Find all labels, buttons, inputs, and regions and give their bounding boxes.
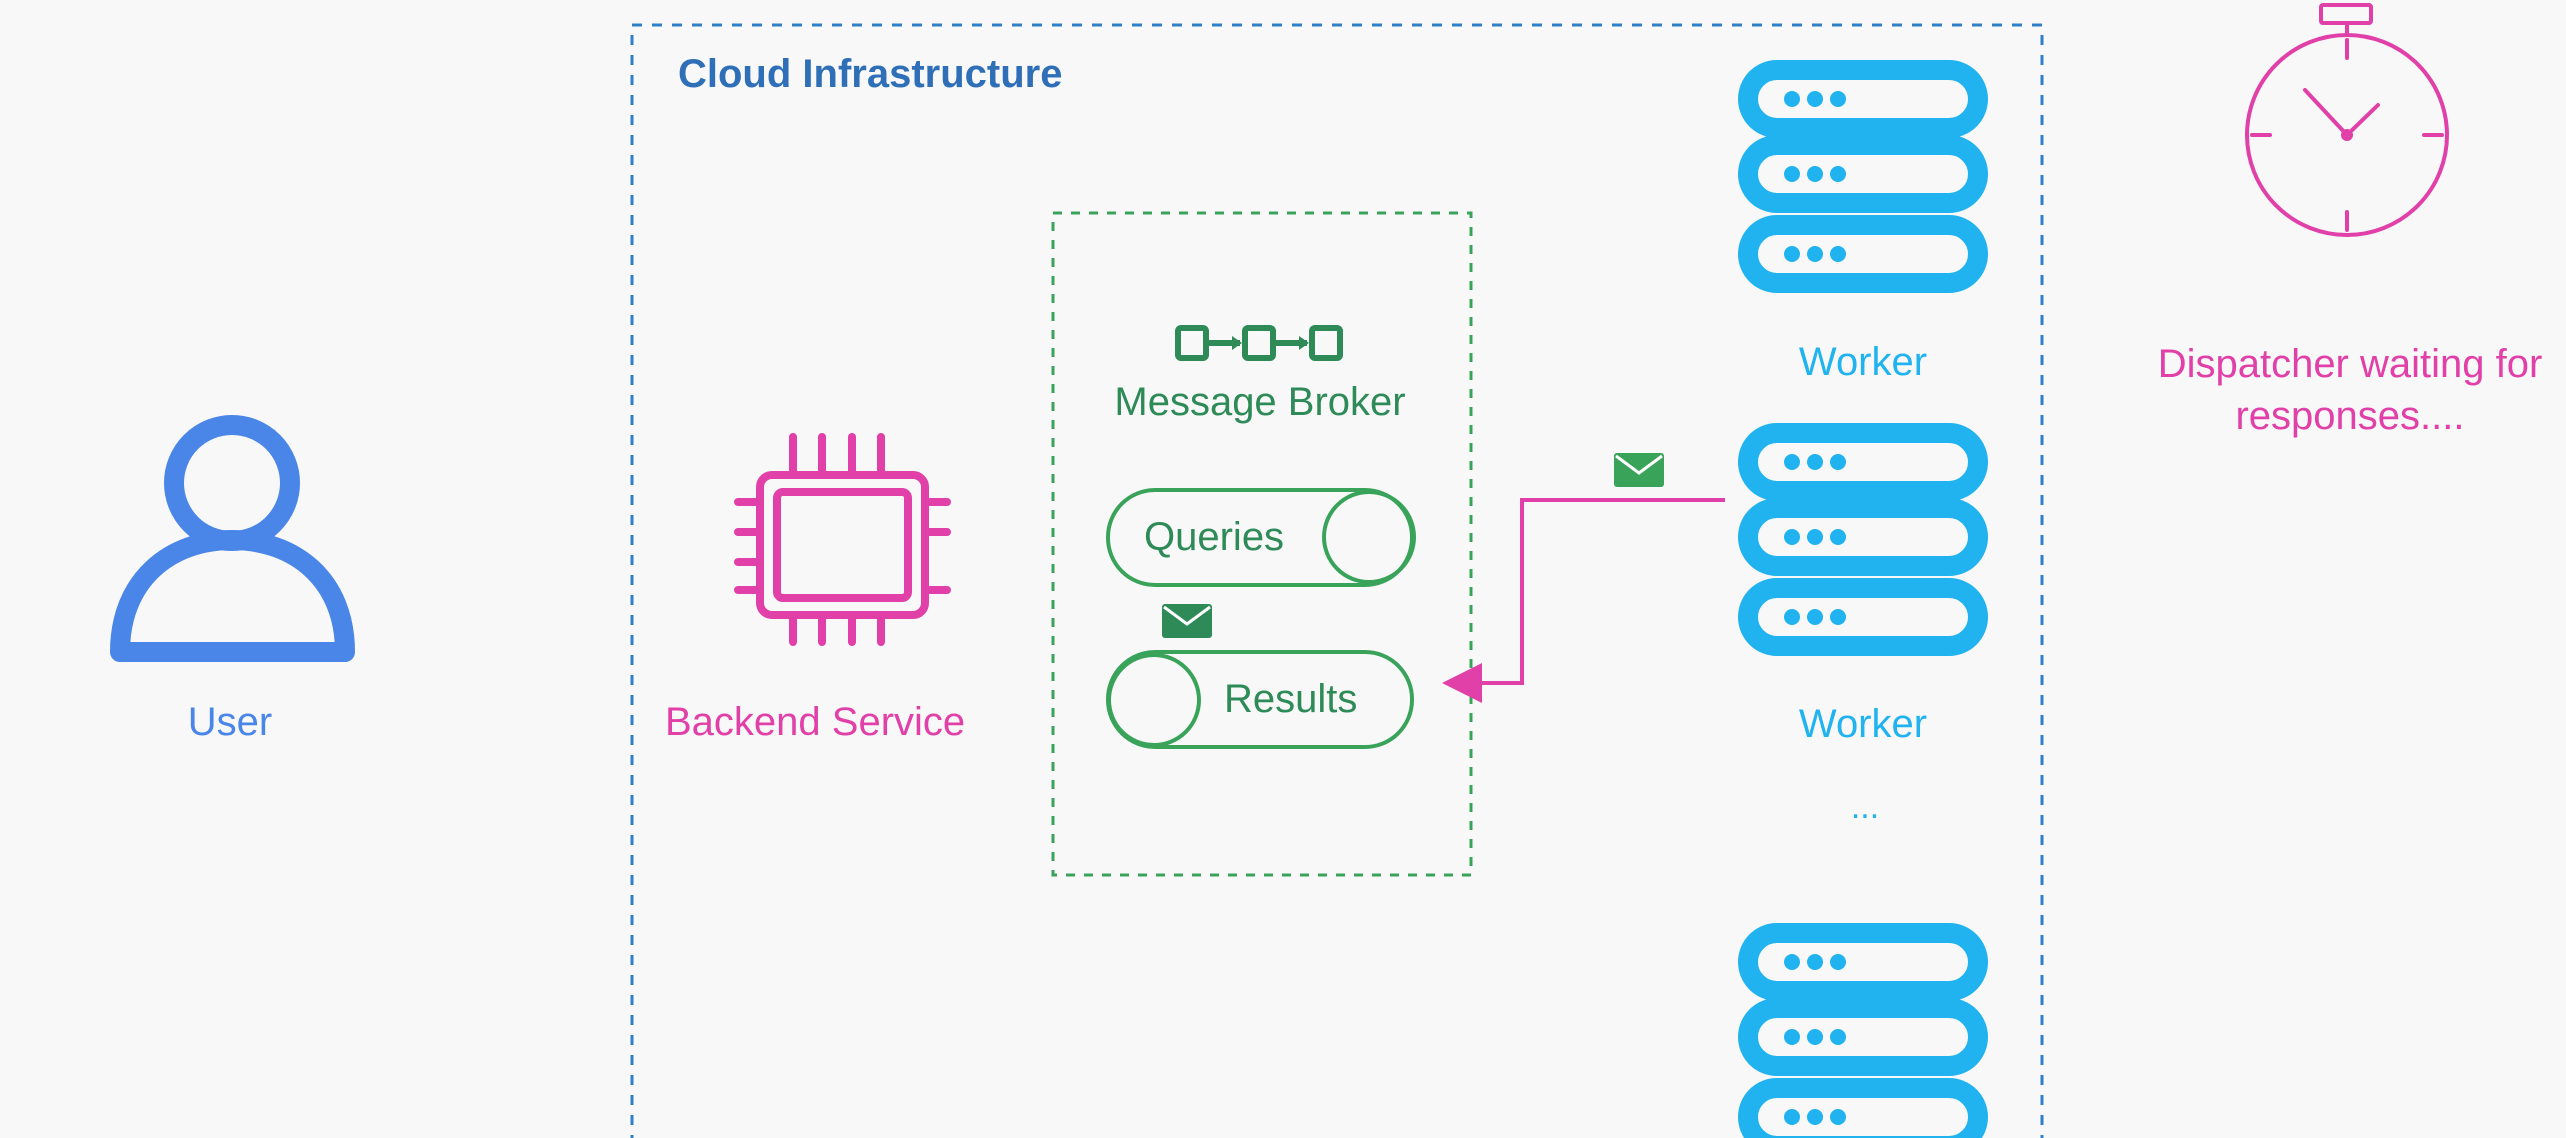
results-queue-label: Results (1224, 677, 1358, 721)
server-stack-icon (1738, 423, 1988, 656)
cpu-chip-icon (734, 433, 951, 646)
envelope-icon (1614, 453, 1664, 487)
dispatcher-status-label: Dispatcher waiting for responses.... (2157, 342, 2543, 438)
cloud-infrastructure-title: Cloud Infrastructure (678, 52, 1063, 96)
person-icon (110, 415, 355, 662)
backend-service-label: Backend Service (665, 700, 966, 744)
worker-label: Worker (1798, 340, 1928, 384)
worker-label: Worker (1798, 702, 1928, 746)
message-broker-label: Message Broker (1114, 380, 1406, 424)
stopwatch-icon (2245, 3, 2449, 237)
envelope-icon (1162, 604, 1212, 638)
cloud-infrastructure-boundary (630, 23, 2044, 1138)
linked-nodes-icon (1175, 325, 1343, 361)
result-arrow (1442, 498, 1725, 703)
server-stack-icon (1738, 60, 1988, 293)
user-label: User (187, 700, 273, 744)
queries-queue (1106, 488, 1416, 587)
server-stack-icon (1738, 923, 1988, 1138)
results-queue (1106, 650, 1414, 749)
more-workers-ellipsis: ... (1850, 788, 1880, 826)
queries-queue-label: Queries (1144, 515, 1285, 559)
